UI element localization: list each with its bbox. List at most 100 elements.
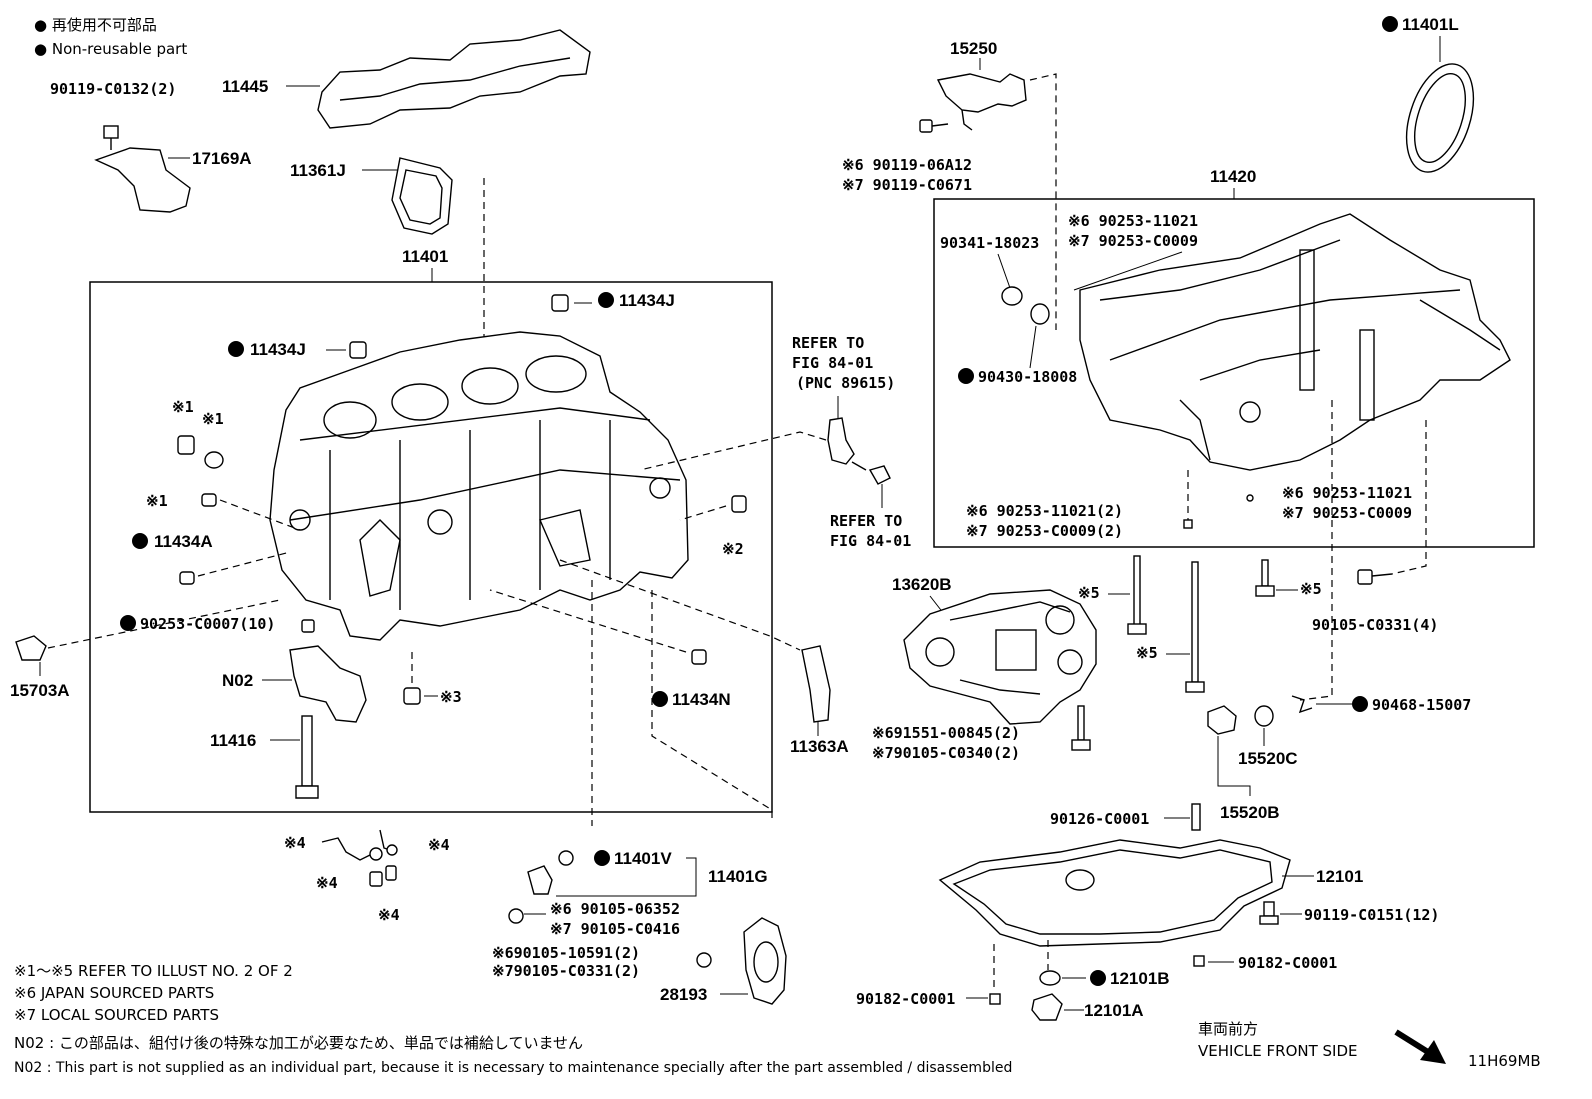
note-n02-en: N02 : This part is not supplied as an in… xyxy=(14,1060,1012,1076)
label-90119-c0671: ※7 90119-C0671 xyxy=(842,176,972,194)
label-90119-06a12: ※6 90119-06A12 xyxy=(842,156,972,174)
clip-90468-15007-part xyxy=(1291,695,1313,714)
balance-shaft-13620b-part xyxy=(903,589,1097,725)
refer-fig-84-01-line2: FIG 84-01 xyxy=(792,354,873,372)
bolt-90119-06a12-part xyxy=(919,119,949,133)
marker-5-b: ※5 xyxy=(1136,644,1158,662)
label-11401v: 11401V xyxy=(614,849,672,868)
label-11434j-left: 11434J xyxy=(250,340,306,359)
bolt-90119-c0151-part xyxy=(1259,901,1279,925)
note-refer-illust: ※1～※5 REFER TO ILLUST NO. 2 OF 2 xyxy=(14,962,293,980)
refer-fig-84-01-line3: (PNC 89615) xyxy=(796,374,895,392)
oil-seal-11401l-part xyxy=(1405,63,1475,173)
bearing-cap-n02-part xyxy=(289,645,367,723)
plug-15703a-part xyxy=(15,635,47,661)
non-reusable-dot xyxy=(652,691,668,707)
dash-knock-sensor xyxy=(639,431,827,471)
label-17169a: 17169A xyxy=(192,149,252,168)
dash-15703a xyxy=(47,599,281,649)
plug-90253-11021-r-part xyxy=(1246,494,1254,502)
dash-90468-15007 xyxy=(1299,400,1333,701)
label-12101a: 12101A xyxy=(1084,1001,1144,1020)
label-90105-c0331-2: ※790105-C0331(2) xyxy=(492,962,640,980)
label-90105-10591: ※690105-10591(2) xyxy=(492,944,640,962)
label-11401l: 11401L xyxy=(1402,15,1459,34)
oil-nozzle-11401g-part xyxy=(527,865,553,895)
label-28193: 28193 xyxy=(660,985,707,1004)
non-reusable-dot xyxy=(598,292,614,308)
label-90430-18008: 90430-18008 xyxy=(978,368,1077,386)
gasket-12101b-part xyxy=(1039,970,1061,986)
washer-1-part xyxy=(204,451,224,469)
non-reusable-dot xyxy=(120,615,136,631)
leader-15520b xyxy=(1217,736,1251,796)
label-90105-06352: ※6 90105-06352 xyxy=(550,900,680,918)
label-11445: 11445 xyxy=(222,77,268,96)
bolt-91551-00845-part xyxy=(1071,705,1091,751)
marker-5-a: ※5 xyxy=(1078,584,1100,602)
label-90253-c0009-r: ※7 90253-C0009 xyxy=(1282,504,1412,522)
front-direction-arrow-icon xyxy=(1394,1029,1446,1064)
leader-90430-18008 xyxy=(1029,325,1037,369)
dowel-11434a-part xyxy=(179,571,195,585)
non-reusable-dot xyxy=(594,850,610,866)
gasket-11361j-part xyxy=(391,157,453,235)
dash-11434n xyxy=(489,589,687,653)
refer-fig-84-01-b-line2: FIG 84-01 xyxy=(830,532,911,550)
dash-11434a xyxy=(197,551,291,577)
label-11363a: 11363A xyxy=(790,737,849,756)
non-reusable-dot xyxy=(958,368,974,384)
label-15520b: 15520B xyxy=(1220,803,1280,822)
oil-jet-bolt-4-part xyxy=(369,871,383,887)
non-reusable-dot xyxy=(1090,970,1106,986)
plug-90253-c0007-part xyxy=(301,619,315,633)
refer-fig-84-01-line1: REFER TO xyxy=(792,334,864,352)
marker-2: ※2 xyxy=(722,540,744,558)
note-local-sourced: ※7 LOCAL SOURCED PARTS xyxy=(14,1006,219,1024)
cylinder-block-part xyxy=(269,331,689,641)
dowel-11434j-top-part xyxy=(551,294,569,312)
label-11434n: 11434N xyxy=(672,690,731,709)
oring-11401v-part xyxy=(558,850,574,866)
label-90253-11021-top: ※6 90253-11021 xyxy=(1068,212,1198,230)
legend-non-reusable-en: ● Non-reusable part xyxy=(34,40,187,58)
plug-1-part xyxy=(177,435,195,455)
label-90182-c0001-l: 90182-C0001 xyxy=(856,990,955,1008)
bracket-bolt-part xyxy=(103,125,119,150)
bolt-5-a-part xyxy=(1127,555,1147,635)
pin-1-part xyxy=(201,493,217,507)
marker-4-a: ※4 xyxy=(284,834,306,852)
label-n02: N02 xyxy=(222,671,253,690)
front-side-en: VEHICLE FRONT SIDE xyxy=(1198,1042,1358,1060)
label-90126-c0001: 90126-C0001 xyxy=(1050,810,1149,828)
label-90119-c0151: 90119-C0151(12) xyxy=(1304,906,1439,924)
legend-non-reusable-jp: ● 再使用不可部品 xyxy=(34,16,157,34)
label-90105-c0331-4: 90105-C0331(4) xyxy=(1312,616,1438,634)
front-side-jp: 車両前方 xyxy=(1198,1020,1258,1038)
bolt-5-b-part xyxy=(1185,561,1205,693)
dowel-3-part xyxy=(403,687,421,705)
marker-4-d: ※4 xyxy=(378,906,400,924)
marker-3: ※3 xyxy=(440,688,462,706)
label-11401g: 11401G xyxy=(708,867,768,886)
plug-90253-11021-2-part xyxy=(1183,519,1193,529)
oil-jet-4b-part xyxy=(379,829,398,856)
dash-pin-1 xyxy=(219,499,301,531)
dash-28193 xyxy=(651,590,773,820)
label-12101b: 12101B xyxy=(1110,969,1170,988)
nut-90182-c0001-l-part xyxy=(989,993,1001,1005)
label-11416: 11416 xyxy=(210,731,256,750)
dash-2 xyxy=(679,505,727,521)
bolt-5-c-part xyxy=(1255,559,1275,597)
gasket-28193-part xyxy=(743,917,787,1005)
oil-jet-bolt-4b-part xyxy=(385,865,397,881)
illustration-id: 11H69MB xyxy=(1468,1052,1541,1070)
label-11401: 11401 xyxy=(402,247,448,266)
dowel-2-part xyxy=(731,495,747,513)
block-insulator-part xyxy=(317,29,591,129)
bracket-17169a-part xyxy=(94,147,191,213)
label-90253-11021-r: ※6 90253-11021 xyxy=(1282,484,1412,502)
label-15703a: 15703A xyxy=(10,681,70,700)
label-15250: 15250 xyxy=(950,39,997,58)
oil-pan-12101-part xyxy=(938,839,1291,947)
